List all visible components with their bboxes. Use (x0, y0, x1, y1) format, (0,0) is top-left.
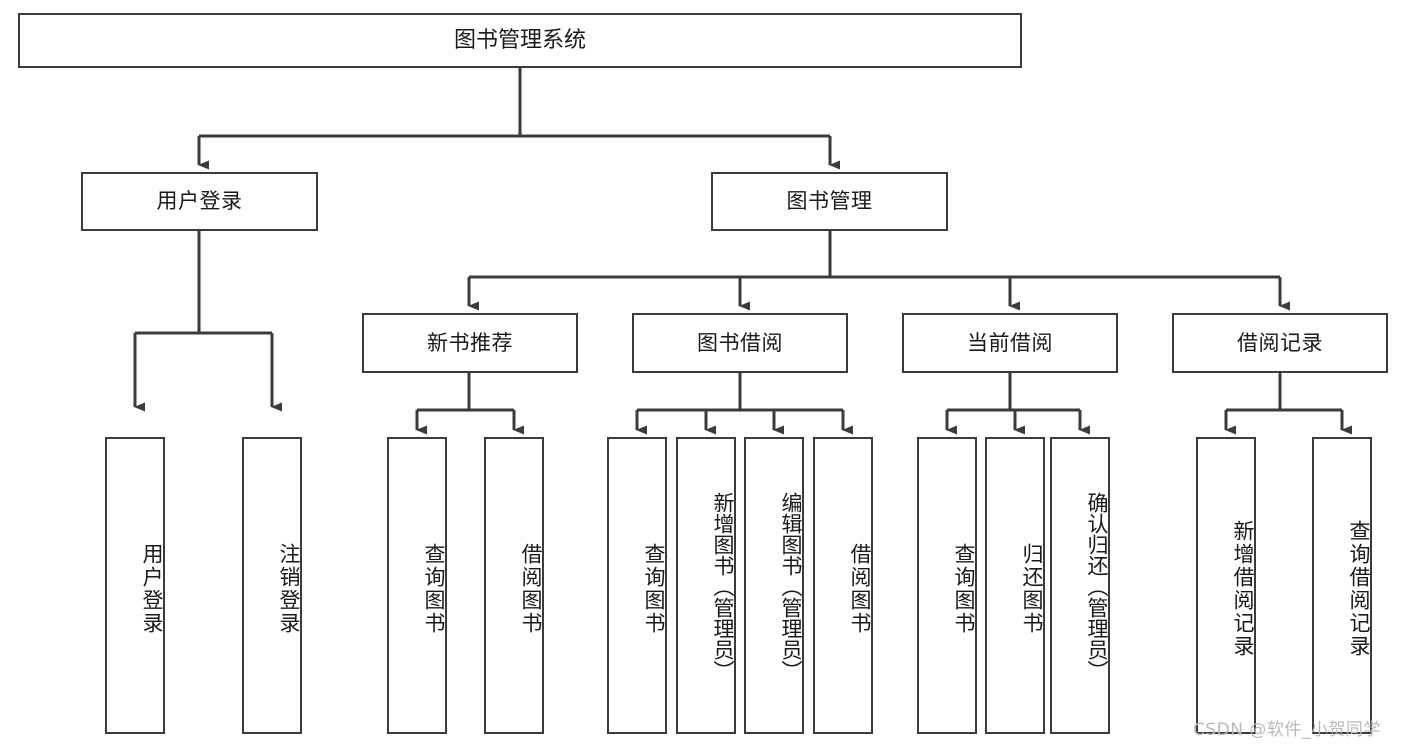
node-book-management-label: 图书管理 (786, 189, 873, 214)
leaf-return-book-label: 归还图书 (1020, 542, 1044, 635)
node-user-login-label: 用户登录 (156, 189, 243, 214)
leaf-borrow-book-1-label: 借阅图书 (519, 542, 543, 635)
leaf-borrow-book-1[interactable]: 借阅图书 (484, 437, 544, 734)
node-book-borrow[interactable]: 图书借阅 (632, 313, 848, 373)
leaf-confirm-return[interactable]: 确认归还（管理员） (1050, 437, 1110, 734)
leaf-confirm-return-label: 确认归还（管理员） (1085, 492, 1109, 681)
leaf-user-login-label: 用户登录 (140, 542, 164, 635)
node-book-management[interactable]: 图书管理 (711, 172, 948, 231)
watermark: CSDN @软件_小贺同学 (1193, 720, 1381, 740)
node-borrow-record-label: 借阅记录 (1237, 330, 1323, 355)
node-book-borrow-label: 图书借阅 (697, 330, 783, 355)
leaf-borrow-book-2[interactable]: 借阅图书 (813, 437, 873, 734)
leaf-logout-login-label: 注销登录 (277, 542, 301, 635)
node-current-borrow[interactable]: 当前借阅 (902, 313, 1118, 373)
leaf-add-record-label: 新增借阅记录 (1231, 519, 1255, 658)
leaf-edit-book-label: 编辑图书（管理员） (779, 492, 803, 681)
leaf-user-login[interactable]: 用户登录 (105, 437, 165, 734)
leaf-return-book[interactable]: 归还图书 (985, 437, 1045, 734)
node-new-book-recommend[interactable]: 新书推荐 (362, 313, 578, 373)
leaf-edit-book[interactable]: 编辑图书（管理员） (744, 437, 804, 734)
node-new-book-recommend-label: 新书推荐 (427, 330, 513, 355)
leaf-query-book-1[interactable]: 查询图书 (387, 437, 447, 734)
leaf-query-book-3[interactable]: 查询图书 (917, 437, 977, 734)
leaf-query-book-3-label: 查询图书 (952, 542, 976, 635)
node-borrow-record[interactable]: 借阅记录 (1172, 313, 1388, 373)
leaf-logout-login[interactable]: 注销登录 (242, 437, 302, 734)
leaf-query-record[interactable]: 查询借阅记录 (1312, 437, 1372, 734)
node-user-login[interactable]: 用户登录 (81, 172, 318, 231)
node-root[interactable]: 图书管理系统 (18, 13, 1022, 68)
leaf-borrow-book-2-label: 借阅图书 (848, 542, 872, 635)
leaf-query-book-2-label: 查询图书 (642, 542, 666, 635)
leaf-query-record-label: 查询借阅记录 (1347, 519, 1371, 658)
node-root-label: 图书管理系统 (453, 27, 586, 53)
leaf-add-book[interactable]: 新增图书（管理员） (676, 437, 736, 734)
node-current-borrow-label: 当前借阅 (967, 330, 1053, 355)
leaf-add-book-label: 新增图书（管理员） (711, 492, 735, 681)
leaf-query-book-1-label: 查询图书 (422, 542, 446, 635)
leaf-query-book-2[interactable]: 查询图书 (607, 437, 667, 734)
leaf-add-record[interactable]: 新增借阅记录 (1196, 437, 1256, 734)
